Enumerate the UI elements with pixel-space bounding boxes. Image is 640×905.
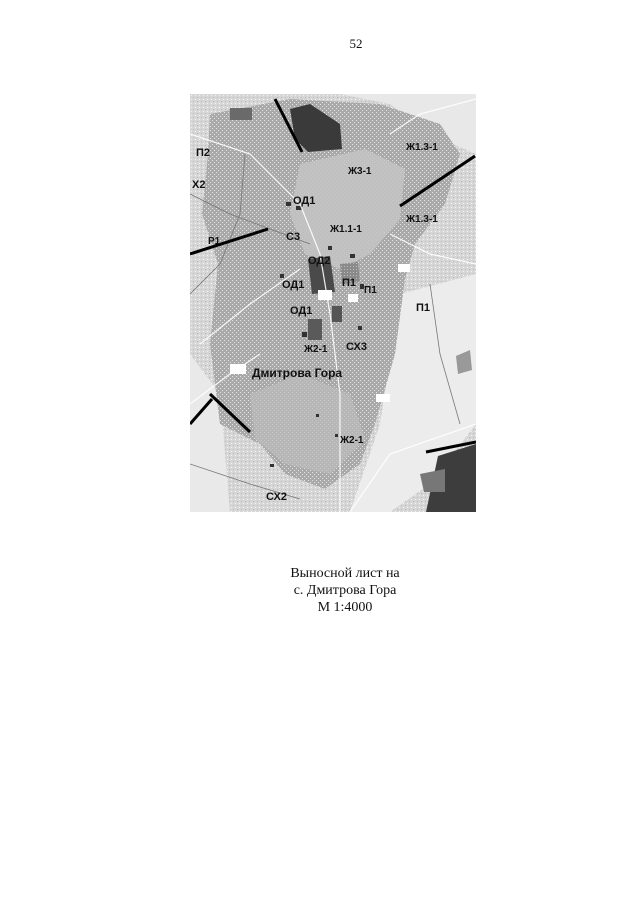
building-block	[308, 256, 335, 294]
field-area	[456, 350, 472, 374]
building-block	[332, 306, 342, 322]
zone-label-od2: ОД2	[308, 255, 330, 267]
caption-scale: М 1:4000	[317, 600, 373, 615]
dark-zone	[426, 444, 476, 512]
zone-label-p1: П1	[416, 302, 430, 314]
residential-area	[290, 149, 405, 269]
zone-boundaries	[190, 98, 476, 454]
zone-label-s3: С3	[286, 231, 300, 243]
field-area	[190, 94, 476, 154]
building-block	[230, 108, 252, 120]
settlement-map: П2 Х2 Ж1.3-1 Ж3-1 ОД1 Ж1.3-1 Ж1.1-1 Р1 С…	[190, 94, 476, 512]
map-canvas: П2 Х2 Ж1.3-1 Ж3-1 ОД1 Ж1.3-1 Ж1.1-1 Р1 С…	[190, 94, 476, 512]
zone-label-sx2: СХ2	[266, 491, 287, 503]
residential-area	[250, 374, 365, 474]
zone-label-zh2-1: Ж2-1	[339, 435, 364, 446]
zone-label-od1: ОД1	[282, 279, 304, 291]
zone-label-zh11-1: Ж1.1-1	[329, 224, 362, 235]
caption-line-1: Выносной лист на	[290, 566, 400, 581]
zone-label-zh3-1: Ж3-1	[347, 166, 372, 177]
field-area	[350, 274, 476, 512]
zone-label-x2: Х2	[192, 179, 205, 191]
buildings	[270, 202, 364, 467]
building-block	[340, 262, 360, 284]
zone-label-r1: Р1	[208, 236, 221, 247]
zone-label-p1: П1	[364, 285, 377, 296]
zone-label-zh2-1: Ж2-1	[303, 344, 328, 355]
thin-lines	[190, 153, 461, 500]
field-area	[190, 354, 230, 512]
zone-label-zh13-1: Ж1.3-1	[405, 214, 438, 225]
zone-label-zh13-1: Ж1.3-1	[405, 142, 438, 153]
zone-label-od1: ОД1	[290, 305, 312, 317]
zone-label-p1: П1	[342, 277, 356, 289]
zone-label-od1: ОД1	[293, 195, 315, 207]
settlement-name-label: Дмитрова Гора	[252, 366, 342, 380]
page-number: 52	[349, 36, 363, 51]
map-caption: Выносной лист на с. Дмитрова Гора М 1:40…	[0, 565, 640, 616]
building-block	[308, 319, 322, 340]
zone-label-p2: П2	[196, 147, 210, 159]
dark-zone	[420, 469, 445, 492]
zone-label-sx3: СХ3	[346, 341, 367, 353]
roads	[190, 98, 476, 512]
caption-line-2: с. Дмитрова Гора	[293, 583, 397, 598]
dark-zone	[290, 104, 342, 152]
